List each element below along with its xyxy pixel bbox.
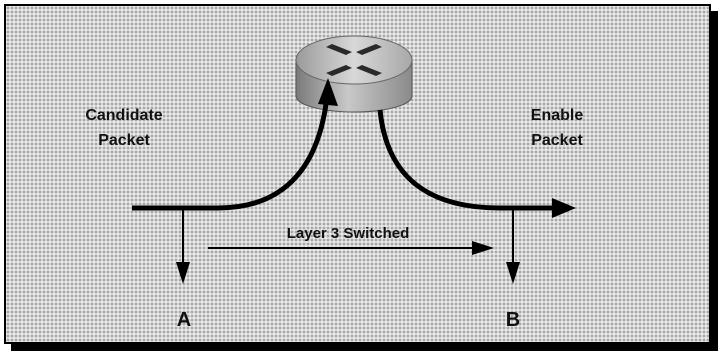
layer3-switched-label: Layer 3 Switched (287, 225, 410, 242)
enable-path-arrowhead (552, 198, 576, 218)
enable-label-line1: Enable (531, 107, 584, 124)
arrowhead-b (506, 262, 520, 284)
enable-packet-path (377, 109, 554, 211)
candidate-packet-path (132, 103, 329, 211)
router-icon (295, 35, 413, 113)
node-b-label: B (506, 309, 520, 331)
candidate-label-line1: Candidate (85, 107, 162, 124)
enable-label-line2: Packet (531, 132, 583, 149)
node-a-label: A (177, 309, 191, 331)
router-inbound-arrowhead (318, 78, 338, 106)
layer3-switched-arrowhead (472, 241, 494, 255)
arrowhead-a (176, 262, 190, 284)
candidate-label-line2: Packet (98, 132, 150, 149)
